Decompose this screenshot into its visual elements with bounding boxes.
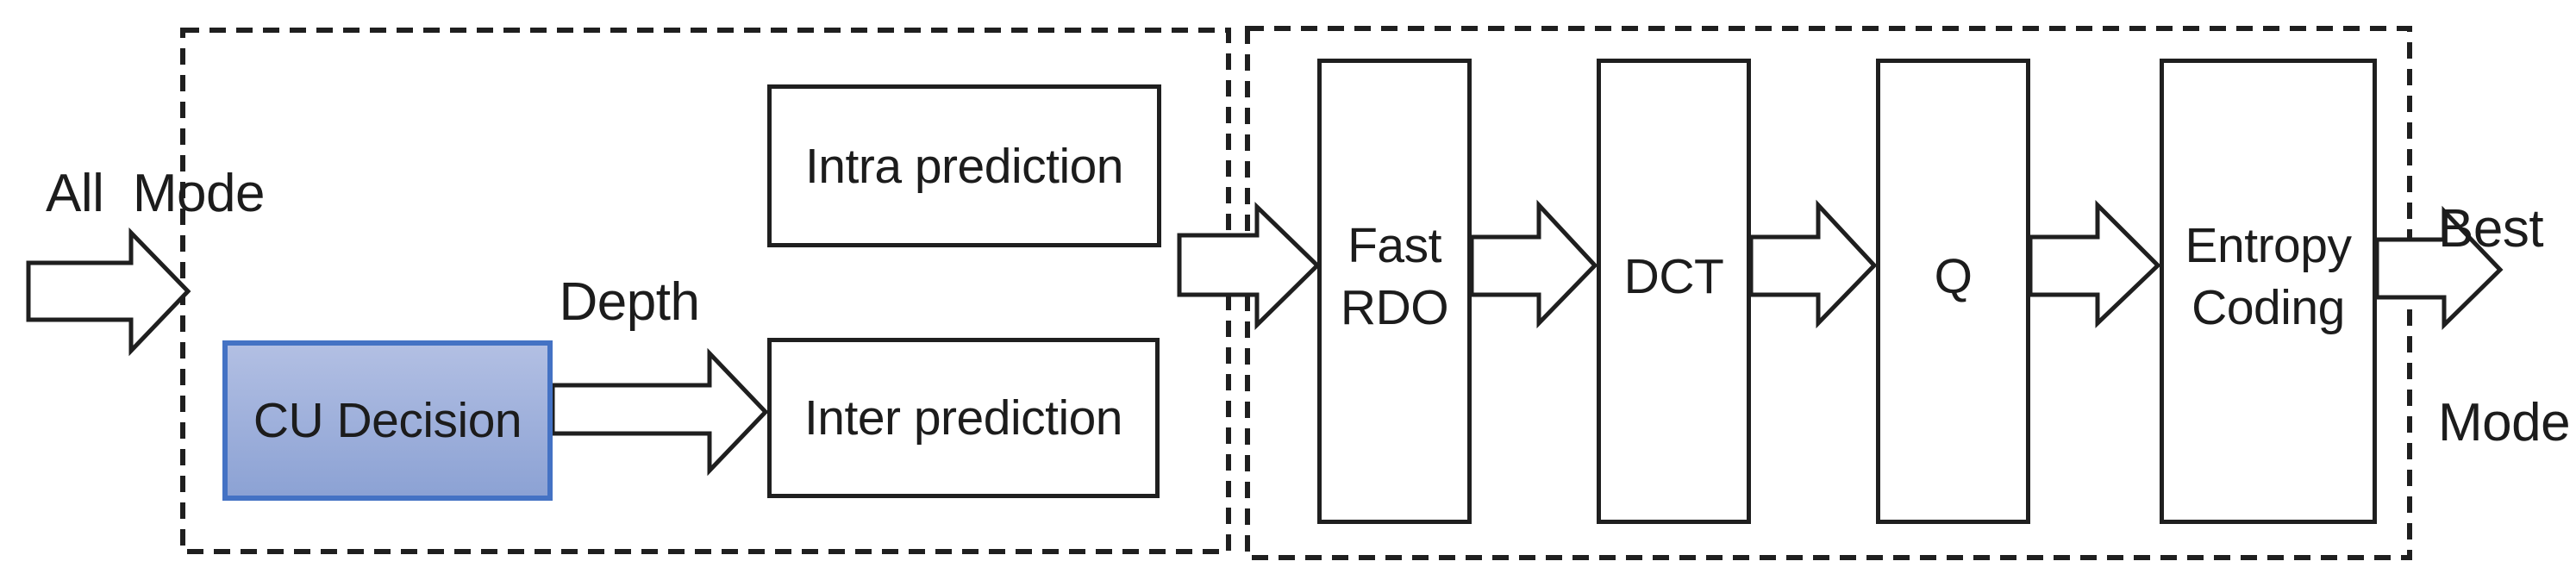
q-label: Q bbox=[1934, 249, 1973, 304]
entropy-coding-block: Entropy Coding bbox=[2160, 59, 2377, 524]
cu-decision-block: CU Decision bbox=[222, 340, 553, 501]
inter-prediction-block: Inter prediction bbox=[767, 338, 1160, 498]
intra-prediction-block: Intra prediction bbox=[767, 84, 1161, 247]
inter-prediction-label: Inter prediction bbox=[803, 390, 1123, 446]
best-mode-label-line1: Best bbox=[2438, 199, 2544, 259]
entropy-coding-label-line1: Entropy bbox=[2185, 218, 2352, 273]
stage-connector-arrow bbox=[1177, 202, 1321, 330]
best-mode-label-line2: Mode bbox=[2438, 393, 2571, 452]
entropy-coding-label-line2: Coding bbox=[2191, 280, 2345, 335]
dct-to-q-arrow bbox=[1748, 199, 1878, 329]
depth-arrow bbox=[550, 347, 769, 477]
fast-rdo-label-line1: Fast bbox=[1347, 218, 1441, 273]
dct-block: DCT bbox=[1597, 59, 1751, 524]
intra-prediction-label: Intra prediction bbox=[804, 138, 1124, 194]
fast-rdo-label-line2: RDO bbox=[1340, 280, 1449, 335]
q-block: Q bbox=[1876, 59, 2030, 524]
best-mode-label: Best Mode bbox=[2438, 67, 2576, 580]
dct-label: DCT bbox=[1623, 249, 1724, 304]
input-arrow bbox=[26, 227, 191, 357]
cu-decision-label: CU Decision bbox=[253, 393, 522, 448]
output-arrow bbox=[2374, 205, 2504, 330]
q-to-entropy-arrow bbox=[2028, 199, 2161, 328]
depth-label: Depth bbox=[559, 272, 700, 332]
all-mode-label: All Mode bbox=[46, 164, 265, 223]
fast-rdo-to-dct-arrow bbox=[1469, 199, 1598, 329]
fast-rdo-block: Fast RDO bbox=[1317, 59, 1472, 524]
